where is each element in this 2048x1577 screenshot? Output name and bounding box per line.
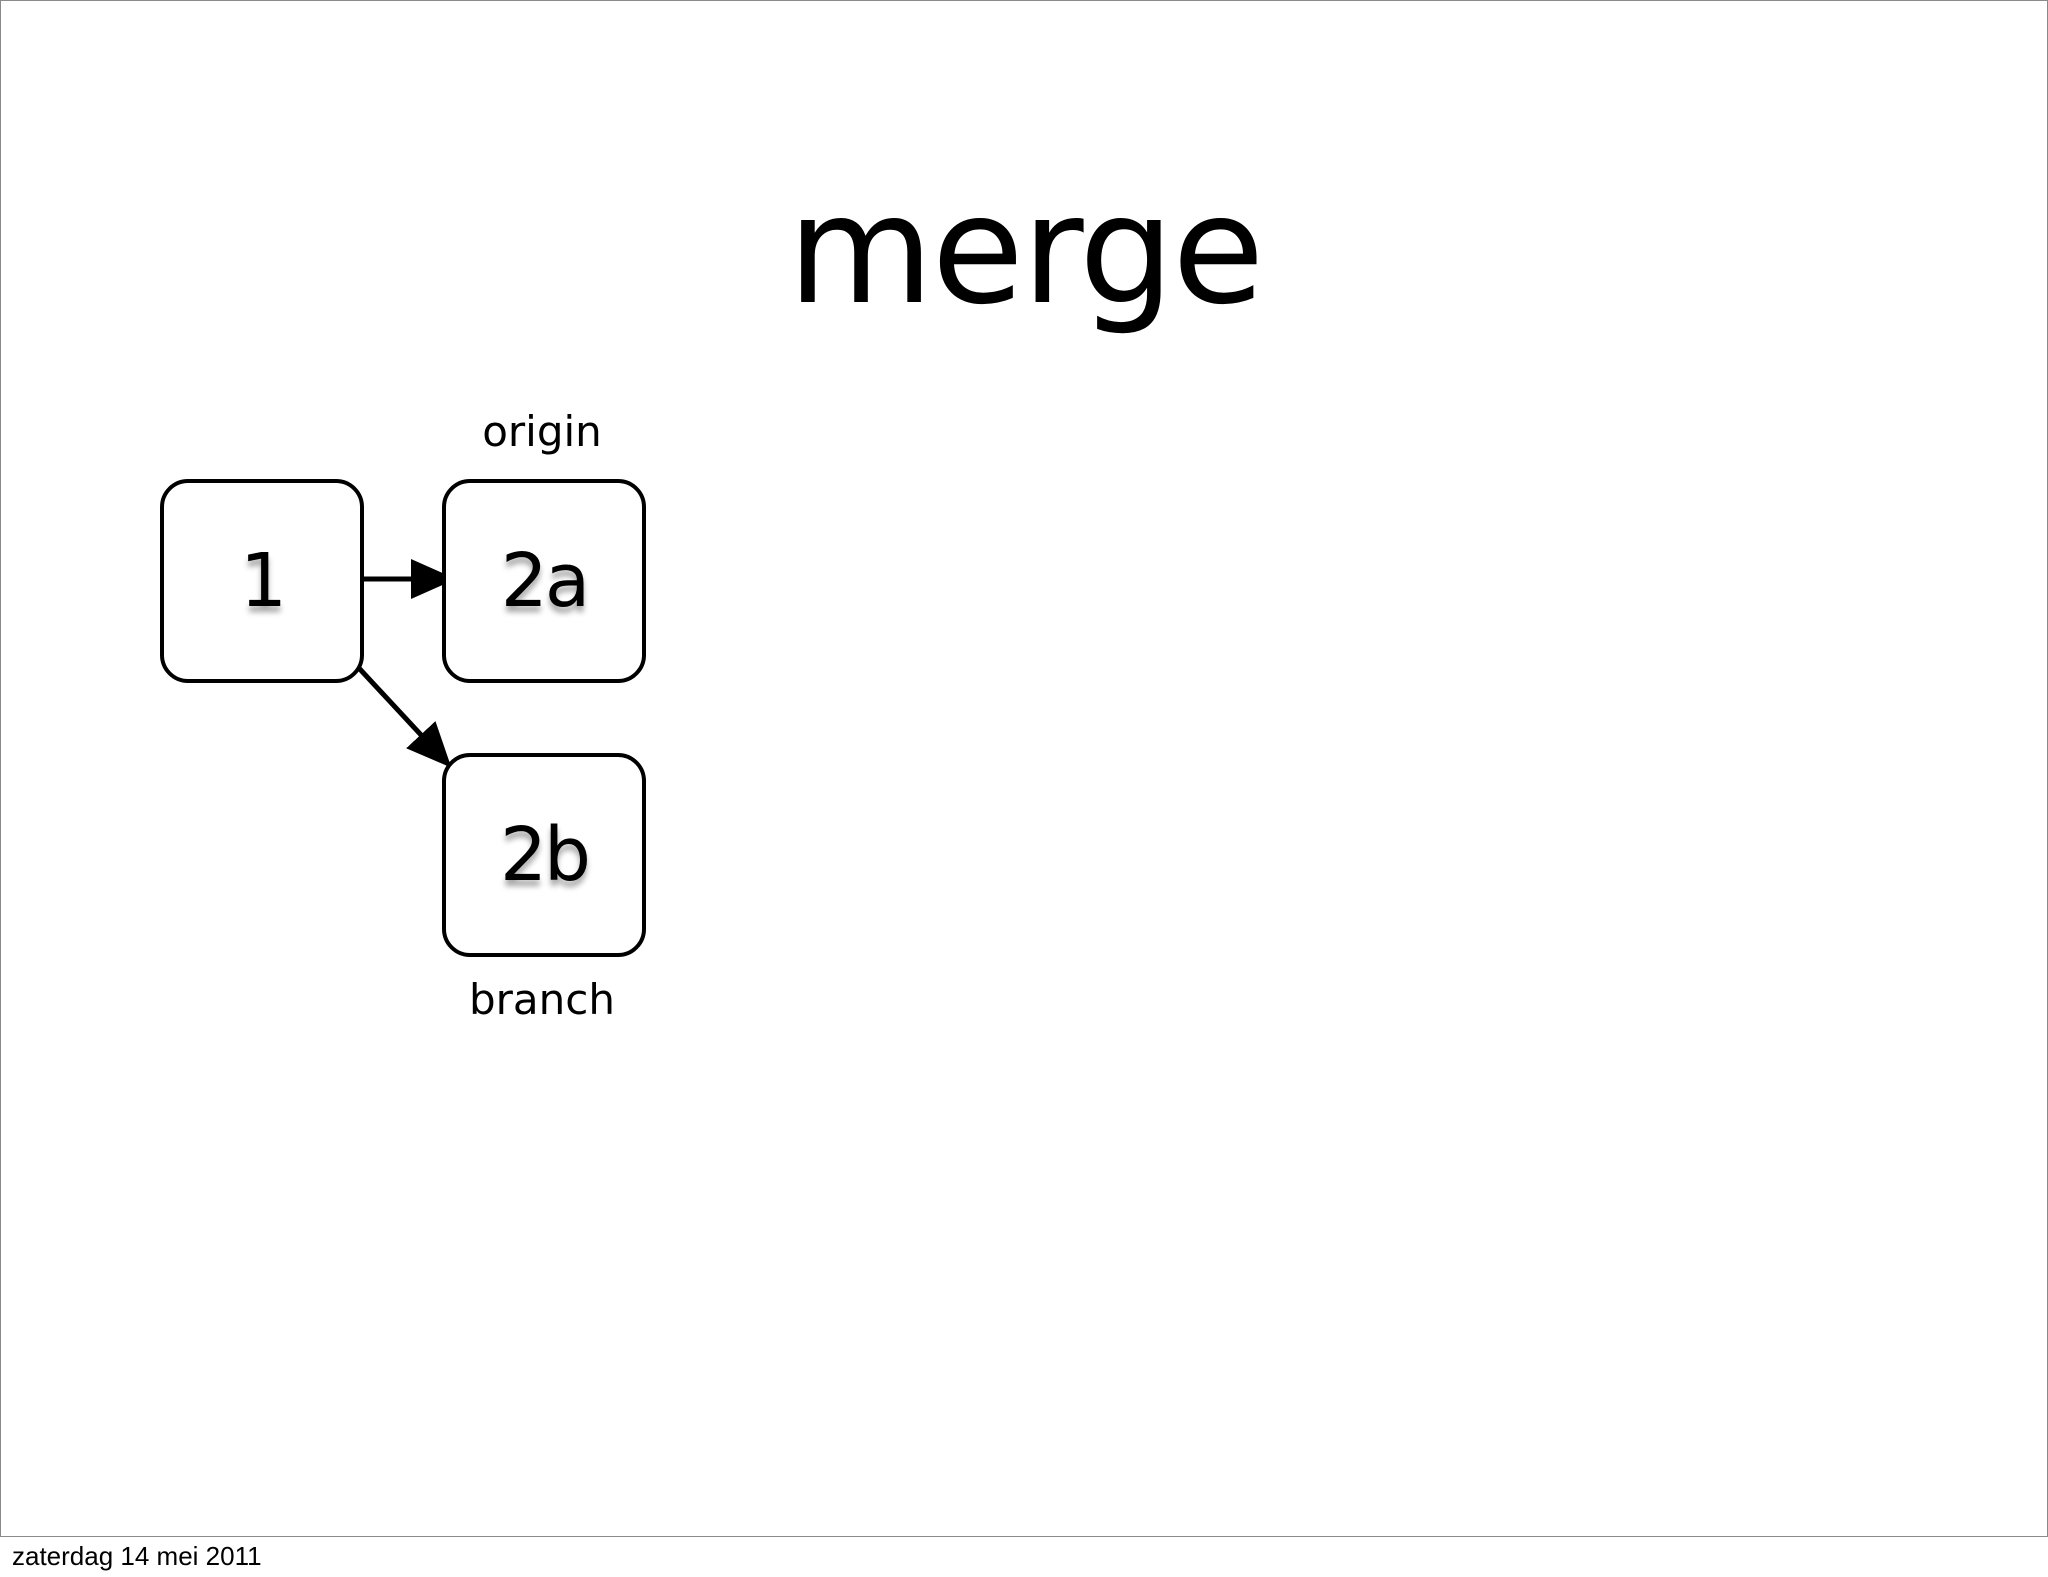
commit-node-1-label: 1 xyxy=(239,538,287,624)
commit-node-2a-label: 2a xyxy=(500,538,590,624)
slide-title: merge xyxy=(787,164,1265,338)
footer-date: zaterdag 14 mei 2011 xyxy=(12,1541,262,1571)
slide-canvas: merge origin 1 2a 2b branch xyxy=(0,0,2048,1537)
branch-label: branch xyxy=(469,975,615,1024)
commit-node-2a: 2a xyxy=(442,479,646,683)
edge-1-to-2b xyxy=(355,664,452,768)
origin-label: origin xyxy=(482,407,602,456)
commit-node-2b-label: 2b xyxy=(499,812,591,898)
commit-node-2b: 2b xyxy=(442,753,646,957)
commit-node-1: 1 xyxy=(160,479,364,683)
